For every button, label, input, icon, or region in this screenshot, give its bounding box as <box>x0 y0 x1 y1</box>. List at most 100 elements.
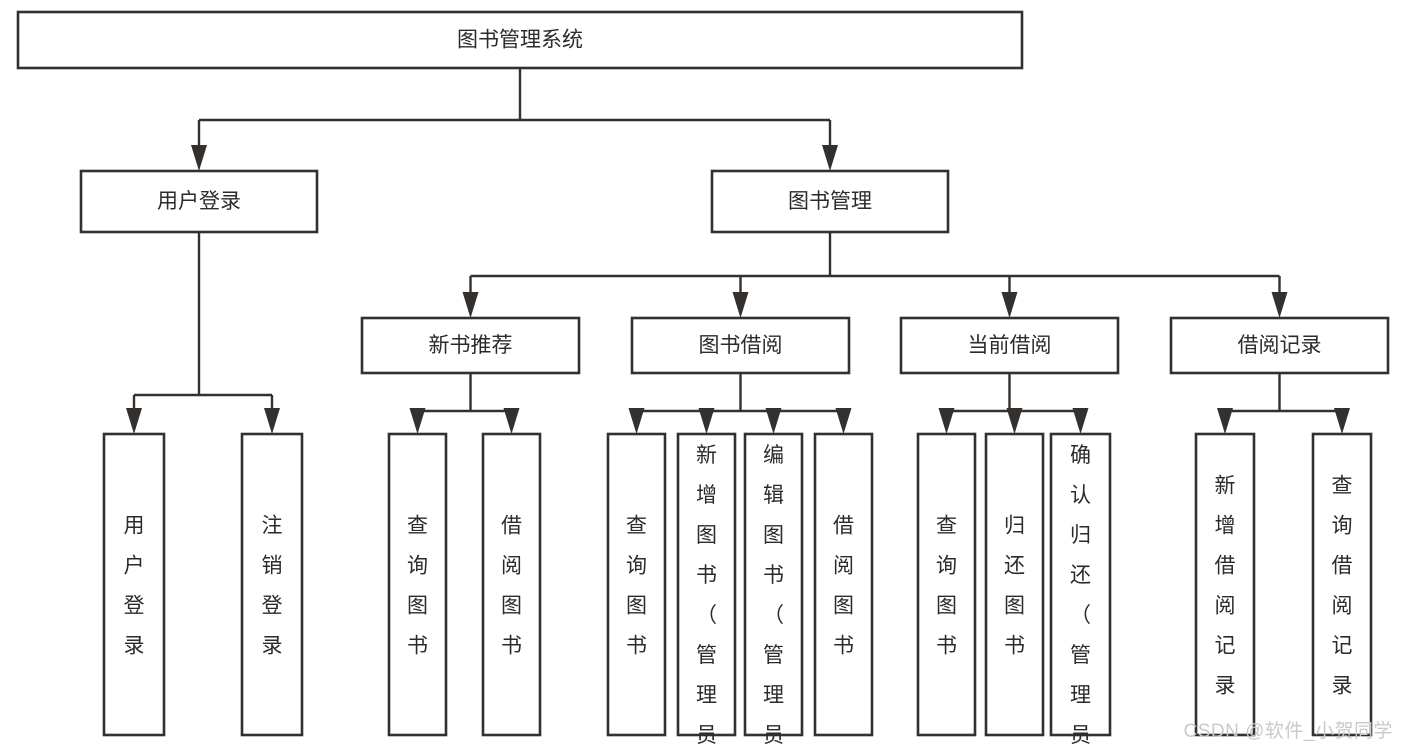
level2-node-借阅记录[interactable]: 借阅记录 <box>1169 316 1390 375</box>
leaf-label-char: 阅 <box>1332 595 1353 618</box>
leaf-label-char: 员 <box>763 724 784 747</box>
leaf-label-char: 员 <box>696 724 717 747</box>
leaf-label-char: 图 <box>763 524 784 547</box>
leaf-label-char: 图 <box>833 595 854 618</box>
leaf-label-char: 录 <box>1332 675 1353 698</box>
node-label: 借阅记录 <box>1238 334 1322 357</box>
leaf-label-char: 书 <box>1004 635 1025 658</box>
leaf-label-char: 记 <box>1215 635 1236 658</box>
arrow-head-icon <box>938 408 955 434</box>
leaf-label-char: 登 <box>262 595 283 618</box>
leaf-label-char: 查 <box>407 515 428 538</box>
leaf-label-char: 户 <box>124 555 145 578</box>
leaf-label-char: 书 <box>936 635 957 658</box>
leaf-label-char: 书 <box>833 635 854 658</box>
leaf-label-char: 查 <box>1332 475 1353 498</box>
leaf-label-char: （ <box>763 604 784 627</box>
leaf-label-char: 还 <box>1070 564 1091 587</box>
leaf-label-char: 查 <box>626 515 647 538</box>
leaf-label-char: 认 <box>1070 484 1091 507</box>
arrow-head-icon <box>191 145 207 171</box>
node-label: 新书推荐 <box>429 334 513 357</box>
leaf-label-char: 辑 <box>763 484 784 507</box>
level2-node-新书推荐[interactable]: 新书推荐 <box>360 316 581 375</box>
connector-layer <box>126 68 1350 434</box>
arrow-head-icon <box>628 408 645 434</box>
leaf-label-char: 编 <box>763 444 784 467</box>
leaf-label-char: 归 <box>1070 524 1091 547</box>
root-node-图书管理系统[interactable]: 图书管理系统 <box>16 10 1024 70</box>
leaf-label-char: 理 <box>696 684 717 707</box>
leaf-label-char: 询 <box>626 555 647 578</box>
leaf-label-char: 管 <box>1070 644 1091 667</box>
leaf-label-char: 新 <box>1215 475 1236 498</box>
leaf-label-char: 借 <box>1332 555 1353 578</box>
leaf-label-char: 登 <box>124 595 145 618</box>
leaf-label-char: 阅 <box>833 555 854 578</box>
node-label: 当前借阅 <box>968 334 1052 357</box>
leaf-label-char: 理 <box>763 684 784 707</box>
leaf-label-char: 录 <box>262 635 283 658</box>
arrow-head-icon <box>765 408 782 434</box>
leaf-label-char: 理 <box>1070 684 1091 707</box>
leaf-label-char: 销 <box>262 555 283 578</box>
leaf-label-char: 询 <box>407 555 428 578</box>
leaf-label-char: 记 <box>1332 635 1353 658</box>
leaf-label-char: 注 <box>262 515 283 538</box>
arrow-head-icon <box>1001 292 1018 318</box>
leaf-label-char: （ <box>696 604 717 627</box>
leaf-label-char: 新 <box>696 444 717 467</box>
arrow-head-icon <box>822 145 838 171</box>
leaf-label-char: 图 <box>626 595 647 618</box>
level2-node-图书借阅[interactable]: 图书借阅 <box>630 316 851 375</box>
arrow-head-icon <box>1217 408 1233 434</box>
leaf-node-用户登录[interactable]: 用户登录 <box>102 432 166 737</box>
leaf-label-char: 借 <box>833 515 854 538</box>
node-layer: 图书管理系统用户登录图书管理新书推荐图书借阅当前借阅借阅记录用户登录注销登录查询… <box>16 10 1390 747</box>
arrow-head-icon <box>1334 408 1350 434</box>
level1-node-用户登录[interactable]: 用户登录 <box>79 169 319 234</box>
node-label: 图书借阅 <box>699 334 783 357</box>
leaf-label-char: 归 <box>1004 515 1025 538</box>
leaf-label-char: 录 <box>1215 675 1236 698</box>
node-label: 图书管理 <box>788 190 872 213</box>
leaf-label-char: （ <box>1070 604 1091 627</box>
arrow-head-icon <box>409 408 426 434</box>
level1-node-图书管理[interactable]: 图书管理 <box>710 169 950 234</box>
leaf-label-char: 图 <box>501 595 522 618</box>
leaf-label-char: 书 <box>407 635 428 658</box>
arrow-head-icon <box>732 292 749 318</box>
leaf-label-char: 增 <box>696 484 717 507</box>
leaf-label-char: 书 <box>696 564 717 587</box>
level2-node-当前借阅[interactable]: 当前借阅 <box>899 316 1120 375</box>
arrow-head-icon <box>462 292 479 318</box>
arrow-head-icon <box>1072 408 1089 434</box>
arrow-head-icon <box>126 408 142 434</box>
arrow-head-icon <box>503 408 520 434</box>
leaf-label-char: 借 <box>501 515 522 538</box>
leaf-label-char: 阅 <box>1215 595 1236 618</box>
leaf-label-char: 图 <box>696 524 717 547</box>
arrow-head-icon <box>1271 292 1288 318</box>
leaf-label-char: 书 <box>763 564 784 587</box>
csdn-watermark: CSDN @软件_小贺同学 <box>1183 721 1393 742</box>
leaf-label-char: 图 <box>936 595 957 618</box>
arrow-head-icon <box>835 408 852 434</box>
arrow-head-icon <box>698 408 715 434</box>
leaf-label-char: 管 <box>763 644 784 667</box>
leaf-label-char: 录 <box>124 635 145 658</box>
leaf-label-char: 员 <box>1070 724 1091 747</box>
leaf-label-char: 查 <box>936 515 957 538</box>
